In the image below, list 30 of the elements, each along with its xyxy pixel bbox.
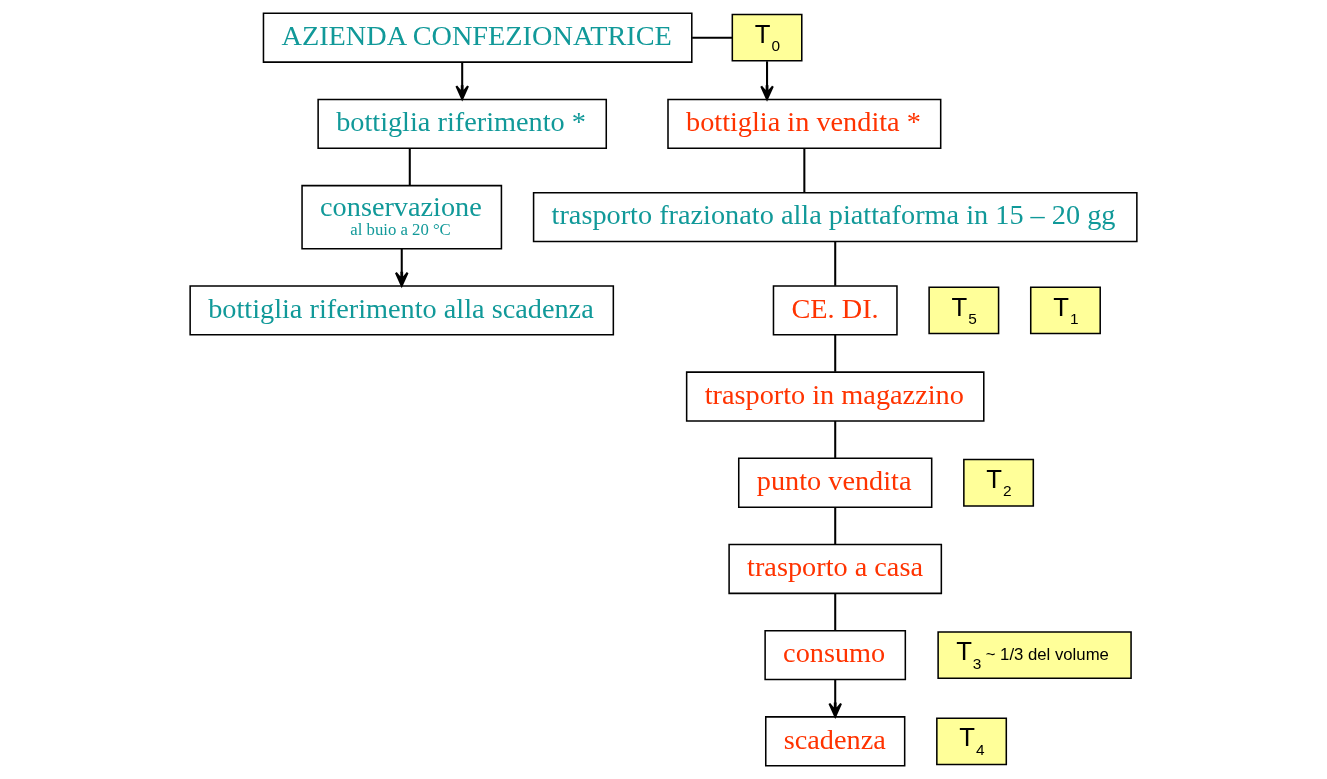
node-box: T$_{5}$ [928, 286, 1000, 335]
node-box: punto vendita [738, 457, 933, 508]
node-box: trasporto a casa [728, 543, 943, 595]
connector [834, 334, 837, 372]
node-box: bottiglia riferimento * [317, 98, 608, 150]
node-box: AZIENDA CONFEZIONATRICE [262, 12, 693, 63]
node-box: scadenza [765, 716, 906, 767]
node-box: T$_{0}$ [731, 13, 803, 62]
connector [408, 148, 411, 186]
node-box: conservazione al buio a 20 °C [301, 184, 503, 250]
connector [692, 36, 732, 39]
node-box: T$_{4}$ [936, 717, 1008, 766]
node-box: T$_{3}$ ~ 1/3 del volume [937, 631, 1132, 680]
connector [834, 421, 837, 458]
node-box: trasporto in magazzino [685, 371, 985, 422]
connector [834, 593, 837, 631]
node-box: bottiglia in vendita * [667, 98, 942, 150]
node-box: CE. DI. [772, 285, 898, 336]
connector [834, 241, 837, 286]
arrow [394, 248, 409, 287]
connector [834, 507, 837, 545]
node-box: bottiglia riferimento alla scadenza [189, 285, 615, 336]
arrow [828, 679, 843, 718]
node-box: consumo [764, 629, 907, 681]
arrow [760, 61, 774, 101]
connector [803, 148, 806, 193]
node-box: T$_{2}$ [963, 458, 1035, 507]
node-box: T$_{1}$ [1029, 286, 1101, 335]
arrow [455, 62, 469, 101]
node-box: trasporto frazionato alla piattaforma in 15 – 20 gg [532, 191, 1138, 243]
